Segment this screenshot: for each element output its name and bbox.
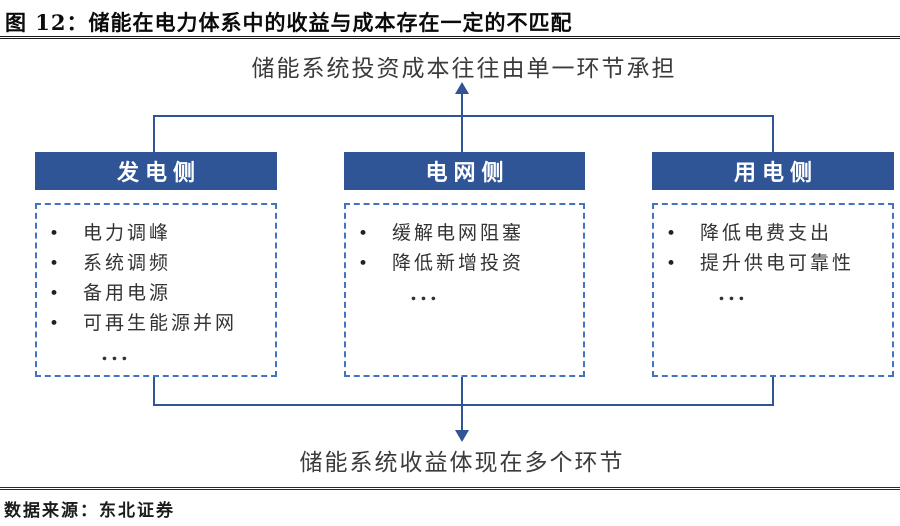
arrow-up-icon <box>455 82 469 94</box>
benefit-item-label: 可再生能源并网 <box>83 312 238 334</box>
benefit-list-generation: • 电力调峰 • 系统调频 • 备用电源 • 可再生能源并网 <box>49 219 269 339</box>
benefit-item-label: 提升供电可靠性 <box>700 252 855 274</box>
benefit-item: • 可再生能源并网 <box>49 309 269 339</box>
connector-center-top-line <box>461 93 463 153</box>
benefit-list-consumption: • 降低电费支出 • 提升供电可靠性 <box>666 219 886 279</box>
bullet-dot-icon: • <box>666 254 680 274</box>
column-header-generation: 发电侧 <box>35 152 277 190</box>
more-items-ellipsis: ... <box>101 341 131 365</box>
column-header-consumption: 用电侧 <box>652 152 894 190</box>
figure-title: 图 12：储能在电力体系中的收益与成本存在一定的不匹配 <box>5 10 573 35</box>
column-generation-side: 发电侧 • 电力调峰 • 系统调频 • 备用电源 • 可再生能源并网 <box>35 152 277 377</box>
benefit-item-label: 系统调频 <box>83 252 172 274</box>
bullet-dot-icon: • <box>358 224 372 244</box>
benefit-item-label: 降低新增投资 <box>392 252 525 274</box>
benefit-item-label: 缓解电网阻塞 <box>392 222 525 244</box>
connector-center-bottom-line <box>461 377 463 431</box>
benefits-panel-grid: • 缓解电网阻塞 • 降低新增投资 ... <box>344 203 585 377</box>
benefit-item-label: 电力调峰 <box>83 222 172 244</box>
benefits-panel-consumption: • 降低电费支出 • 提升供电可靠性 ... <box>652 203 894 377</box>
bullet-dot-icon: • <box>49 284 63 304</box>
connector-top-right-stub <box>772 115 774 153</box>
source-divider-line <box>0 487 900 490</box>
connector-bottom-left-stub <box>153 377 155 406</box>
top-caption-cost: 储能系统投资成本往往由单一环节承担 <box>251 56 677 82</box>
benefit-item: • 提升供电可靠性 <box>666 249 886 279</box>
benefits-panel-generation: • 电力调峰 • 系统调频 • 备用电源 • 可再生能源并网 ... <box>35 203 277 377</box>
column-consumption-side: 用电侧 • 降低电费支出 • 提升供电可靠性 ... <box>652 152 894 377</box>
benefit-item: • 系统调频 <box>49 249 269 279</box>
bullet-dot-icon: • <box>49 314 63 334</box>
benefit-item: • 缓解电网阻塞 <box>358 219 577 249</box>
benefit-item-label: 降低电费支出 <box>700 222 833 244</box>
data-source-note: 数据来源：东北证券 <box>4 501 175 521</box>
title-divider-line <box>0 36 900 39</box>
benefit-item: • 电力调峰 <box>49 219 269 249</box>
bullet-dot-icon: • <box>49 224 63 244</box>
benefit-item: • 备用电源 <box>49 279 269 309</box>
connector-top-horizontal-line <box>154 115 774 117</box>
connector-bottom-right-stub <box>772 377 774 406</box>
benefit-list-grid: • 缓解电网阻塞 • 降低新增投资 <box>358 219 577 279</box>
column-grid-side: 电网侧 • 缓解电网阻塞 • 降低新增投资 ... <box>344 152 585 377</box>
bullet-dot-icon: • <box>358 254 372 274</box>
connector-top-left-stub <box>153 115 155 153</box>
bullet-dot-icon: • <box>49 254 63 274</box>
column-header-grid: 电网侧 <box>344 152 585 190</box>
benefit-item: • 降低电费支出 <box>666 219 886 249</box>
benefit-item: • 降低新增投资 <box>358 249 577 279</box>
more-items-ellipsis: ... <box>410 281 440 305</box>
benefit-item-label: 备用电源 <box>83 282 172 304</box>
bullet-dot-icon: • <box>666 224 680 244</box>
bottom-caption-benefit: 储能系统收益体现在多个环节 <box>299 450 625 476</box>
more-items-ellipsis: ... <box>718 281 748 305</box>
connector-bottom-horizontal-line <box>154 404 774 406</box>
arrow-down-icon <box>455 430 469 442</box>
